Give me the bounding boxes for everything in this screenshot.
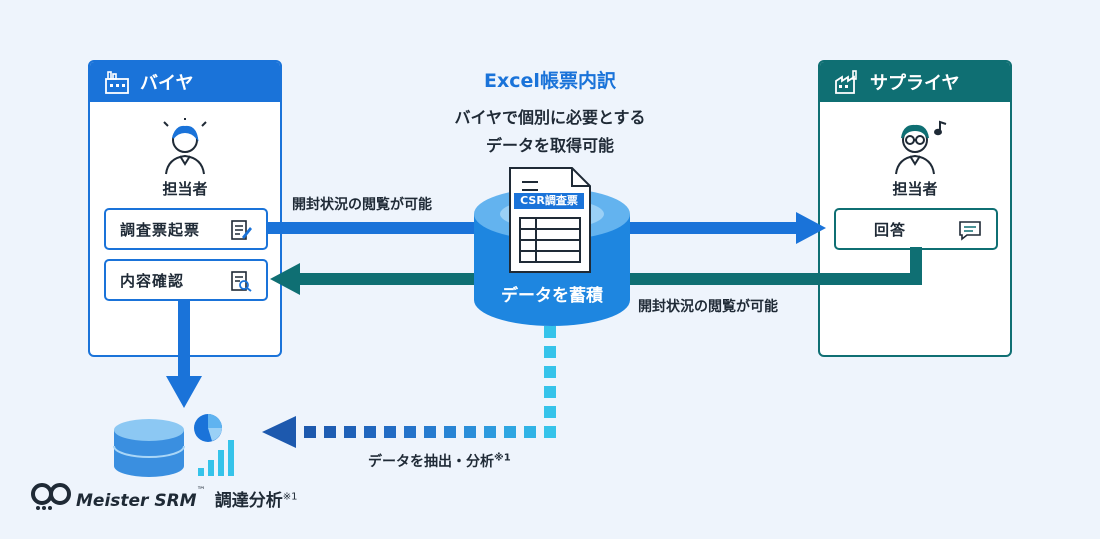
factory-icon <box>835 70 857 94</box>
arrow-head-right <box>796 212 826 244</box>
arrow-db-to-buyer <box>298 273 478 285</box>
arrow-db-to-supplier <box>630 222 800 234</box>
buyer-panel: バイヤ 担当者 調査票起票 内容確認 <box>88 60 282 357</box>
arrow-head-extract <box>262 416 296 448</box>
answer-label: 回答 <box>874 220 907 239</box>
confirm-content-label: 内容確認 <box>120 271 185 290</box>
arrow-head-down <box>166 376 202 408</box>
chat-icon <box>959 221 981 241</box>
excel-desc-line2: データを取得可能 <box>485 136 614 155</box>
factory-icon <box>105 71 129 94</box>
excel-title: Excel帳票内訳 <box>484 70 616 92</box>
db-label: データを蓄積 <box>501 286 603 306</box>
brand-logo-text: Meister SRM <box>76 491 197 511</box>
brand-tm: ™ <box>196 486 206 496</box>
answer-button[interactable]: 回答 <box>834 208 998 250</box>
brand-suffix: 調達分析 <box>214 491 283 511</box>
arrow-buyer-down <box>178 300 190 378</box>
arrow-supplier-to-db <box>630 273 922 285</box>
document-search-icon <box>231 271 252 292</box>
extract-label: データを抽出・分析※1 <box>368 451 511 471</box>
excel-desc-line1: バイヤで個別に必要とする <box>454 108 646 127</box>
create-survey-label: 調査票起票 <box>120 220 201 239</box>
brand-note: ※1 <box>282 491 298 503</box>
supplier-person-icon <box>895 120 947 175</box>
supplier-header: サプライヤ <box>820 62 1010 102</box>
supplier-role: 担当者 <box>892 180 938 198</box>
extract-label-text: データを抽出・分析 <box>368 454 494 470</box>
csr-document-label: CSR調査票 <box>514 193 584 209</box>
buyer-role: 担当者 <box>162 180 208 198</box>
supplier-title: サプライヤ <box>870 73 960 94</box>
meister-logo-icon <box>31 483 71 510</box>
extract-note: ※1 <box>494 452 511 464</box>
arrow-head-left <box>270 263 300 295</box>
flow-top-label: 開封状況の閲覧が可能 <box>292 197 432 213</box>
csr-document-icon <box>509 167 591 273</box>
edit-document-icon <box>231 220 252 240</box>
buyer-header: バイヤ <box>90 62 280 102</box>
arrow-to-db <box>266 222 478 234</box>
analytics-icon <box>113 414 234 477</box>
buyer-title: バイヤ <box>140 73 194 94</box>
buyer-person-icon <box>163 118 207 175</box>
dashed-extract-path <box>304 326 556 438</box>
supplier-panel: サプライヤ 担当者 回答 <box>818 60 1012 357</box>
confirm-content-button[interactable]: 内容確認 <box>104 259 268 301</box>
flow-bottom-label: 開封状況の閲覧が可能 <box>638 299 778 315</box>
brand: Meister SRM™ 調達分析※1 <box>76 486 297 511</box>
